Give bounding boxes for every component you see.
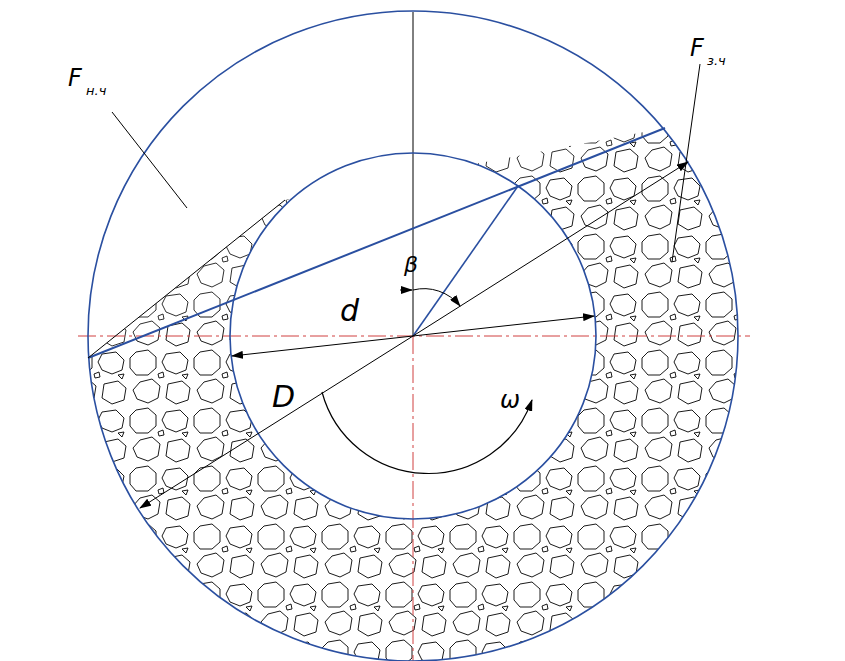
symbol-letter: F: [68, 66, 82, 90]
symbol-subscript: з.ч: [707, 54, 726, 67]
symbol-subscript: н.ч: [86, 84, 106, 97]
symbol-letter: F: [690, 36, 704, 60]
dimension-label: D: [272, 382, 295, 412]
dimension-label: d: [340, 296, 359, 326]
angle-label: β: [404, 254, 418, 276]
rotation-label: ω: [500, 388, 520, 412]
